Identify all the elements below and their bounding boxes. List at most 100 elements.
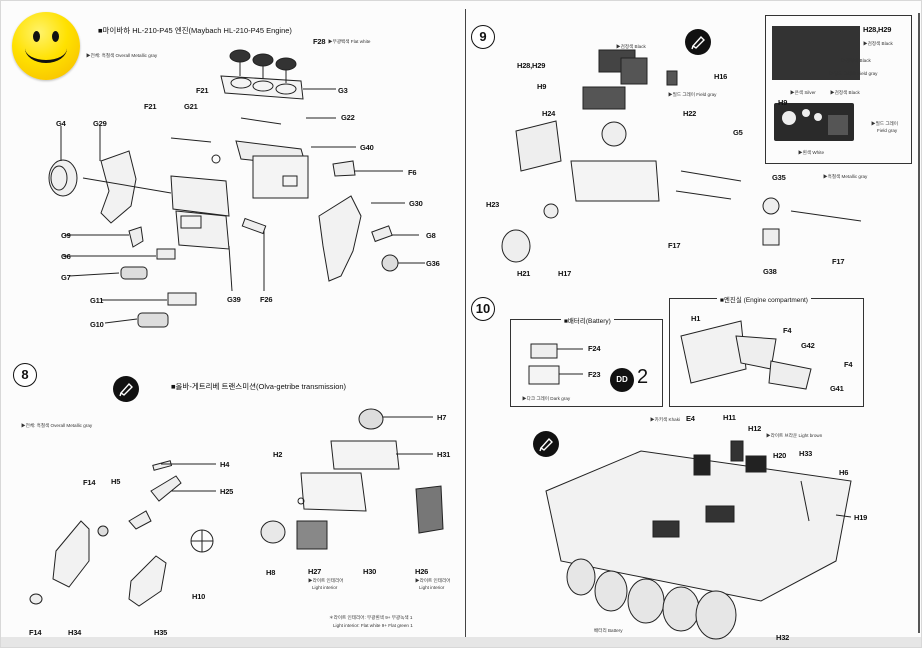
part-label: F17: [832, 257, 845, 266]
light-brown-paint-note: ▶라이트 브라운 Light brown: [766, 433, 823, 438]
detail-silver-note: ▶은색 Silver: [790, 90, 816, 95]
detail-field-gray-en: Field gray: [877, 128, 898, 133]
battery-callout: 배터리 Battery: [594, 628, 623, 633]
page-divider: [465, 9, 466, 641]
smiley-face-icon: [12, 12, 80, 80]
part-label: F28: [313, 37, 326, 46]
part-label: G35: [772, 173, 786, 182]
f28-caps-drawing: [220, 49, 304, 100]
detail-white-note: ▶흰색 White: [798, 150, 825, 155]
part-label: H9: [537, 82, 547, 91]
part-label: G41: [830, 384, 844, 393]
f28-paint-note: ▶무광백색 Flat white: [328, 39, 371, 44]
part-label: H35: [154, 628, 168, 637]
part-label: H7: [437, 413, 447, 422]
part-label: H17: [558, 269, 572, 278]
part-label: G29: [93, 119, 107, 128]
h27-paint-ko: ▶라이트 인테리어: [308, 578, 344, 583]
part-label: G11: [90, 296, 104, 305]
part-label: G6: [61, 252, 71, 261]
h9-detail-drawing: [774, 103, 854, 141]
paint-black-note: ▶검정색 Black: [616, 44, 646, 49]
part-label: G5: [733, 128, 743, 137]
detail-black-note: ▶검정색 Black: [863, 41, 893, 46]
detail-black-note: ▶검정색 Black: [830, 90, 860, 95]
part-label: H23: [486, 200, 500, 209]
part-label: G8: [426, 231, 436, 240]
part-label: H25: [220, 487, 234, 496]
part-label: H9: [778, 98, 788, 107]
engine-body-drawing: [170, 175, 230, 250]
g40-drawing: [235, 140, 309, 199]
transmission-title: ■올바-게트리베 트랜스미션(Olva-getribe transmission…: [171, 382, 347, 391]
mix-note-ko: ＊라이트 인테리어: 무광흰색 9+ 무광녹색 1: [329, 615, 413, 620]
engine-overall-paint: ▶전체: 흑철색 Overall Metallic gray: [86, 53, 158, 58]
paint-detail-box: [765, 15, 912, 164]
part-label: H1: [691, 314, 701, 323]
h26-paint-ko: ▶라이트 인테리어: [415, 578, 451, 583]
part-label: H34: [68, 628, 82, 637]
part-label: G40: [360, 143, 374, 152]
part-label: H19: [854, 513, 868, 522]
h28-detail-drawing: [772, 26, 860, 80]
part-label: H12: [748, 424, 762, 433]
part-label: G39: [227, 295, 241, 304]
part-label: H5: [111, 477, 121, 486]
decal-count: 2: [637, 366, 649, 388]
part-label: H27: [308, 567, 322, 576]
metallic-gray-note: ▶흑철색 Metallic gray: [823, 174, 868, 179]
part-label: H30: [363, 567, 377, 576]
part-label: H16: [714, 72, 728, 81]
part-label: G30: [409, 199, 423, 208]
part-label: F4: [783, 326, 792, 335]
part-label: H28,H29: [517, 61, 546, 70]
engine-compartment-title: ■엔진실 (Engine compartment): [717, 294, 811, 304]
part-label: F23: [588, 370, 601, 379]
part-label: G38: [763, 267, 777, 276]
engine-section-title: ■마이바하 HL-210-P45 엔진(Maybach HL-210-P45 E…: [98, 26, 292, 35]
detail-black-note: ▶검정색 Black: [841, 58, 871, 63]
part-label: F17: [668, 241, 681, 250]
h26-paint-en: Light interior: [419, 585, 445, 590]
paint-field-gray-note: ▶필드 그레이 Field gray: [668, 92, 717, 97]
part-label: G42: [801, 341, 815, 350]
khaki-paint-note: ▶카키색 Khaki: [650, 417, 681, 422]
paint-brush-icon: [113, 376, 139, 402]
part-label: H24: [542, 109, 556, 118]
part-label: G7: [61, 273, 71, 282]
part-label: G3: [338, 86, 348, 95]
part-label: H2: [273, 450, 283, 459]
mix-note-en: Light interior: Flat white 9+ Flat green…: [333, 623, 413, 628]
part-label: G10: [90, 320, 104, 329]
part-label: H4: [220, 460, 230, 469]
part-label: H31: [437, 450, 451, 459]
part-label: G9: [61, 231, 71, 240]
part-label: H28,H29: [863, 25, 892, 34]
step-10-number: 10: [471, 297, 495, 321]
h27-paint-en: Light interior: [312, 585, 338, 590]
detail-field-gray-note: ▶필드 그레이 Field gray: [829, 71, 878, 76]
part-label: H8: [266, 568, 276, 577]
part-label: H26: [415, 567, 429, 576]
decal-icon: DD: [610, 368, 634, 392]
paint-brush-icon: [685, 29, 711, 55]
bottom-margin: [1, 637, 921, 647]
part-label: F14: [29, 628, 42, 637]
part-label: H21: [517, 269, 531, 278]
part-label: G21: [184, 102, 198, 111]
step-8-number: 8: [13, 363, 37, 387]
part-label: F4: [844, 360, 853, 369]
part-label: G4: [56, 119, 66, 128]
page-edge: [918, 13, 920, 633]
part-label: F21: [144, 102, 157, 111]
paint-brush-icon: [533, 431, 559, 457]
part-label: H11: [723, 413, 736, 422]
part-label: H22: [683, 109, 697, 118]
step-9-number: 9: [471, 25, 495, 49]
part-label: F24: [588, 344, 601, 353]
transmission-overall-paint: ▶전체: 흑철색 Overall Metallic gray: [21, 423, 93, 428]
battery-box: [510, 319, 663, 407]
part-label: G36: [426, 259, 440, 268]
